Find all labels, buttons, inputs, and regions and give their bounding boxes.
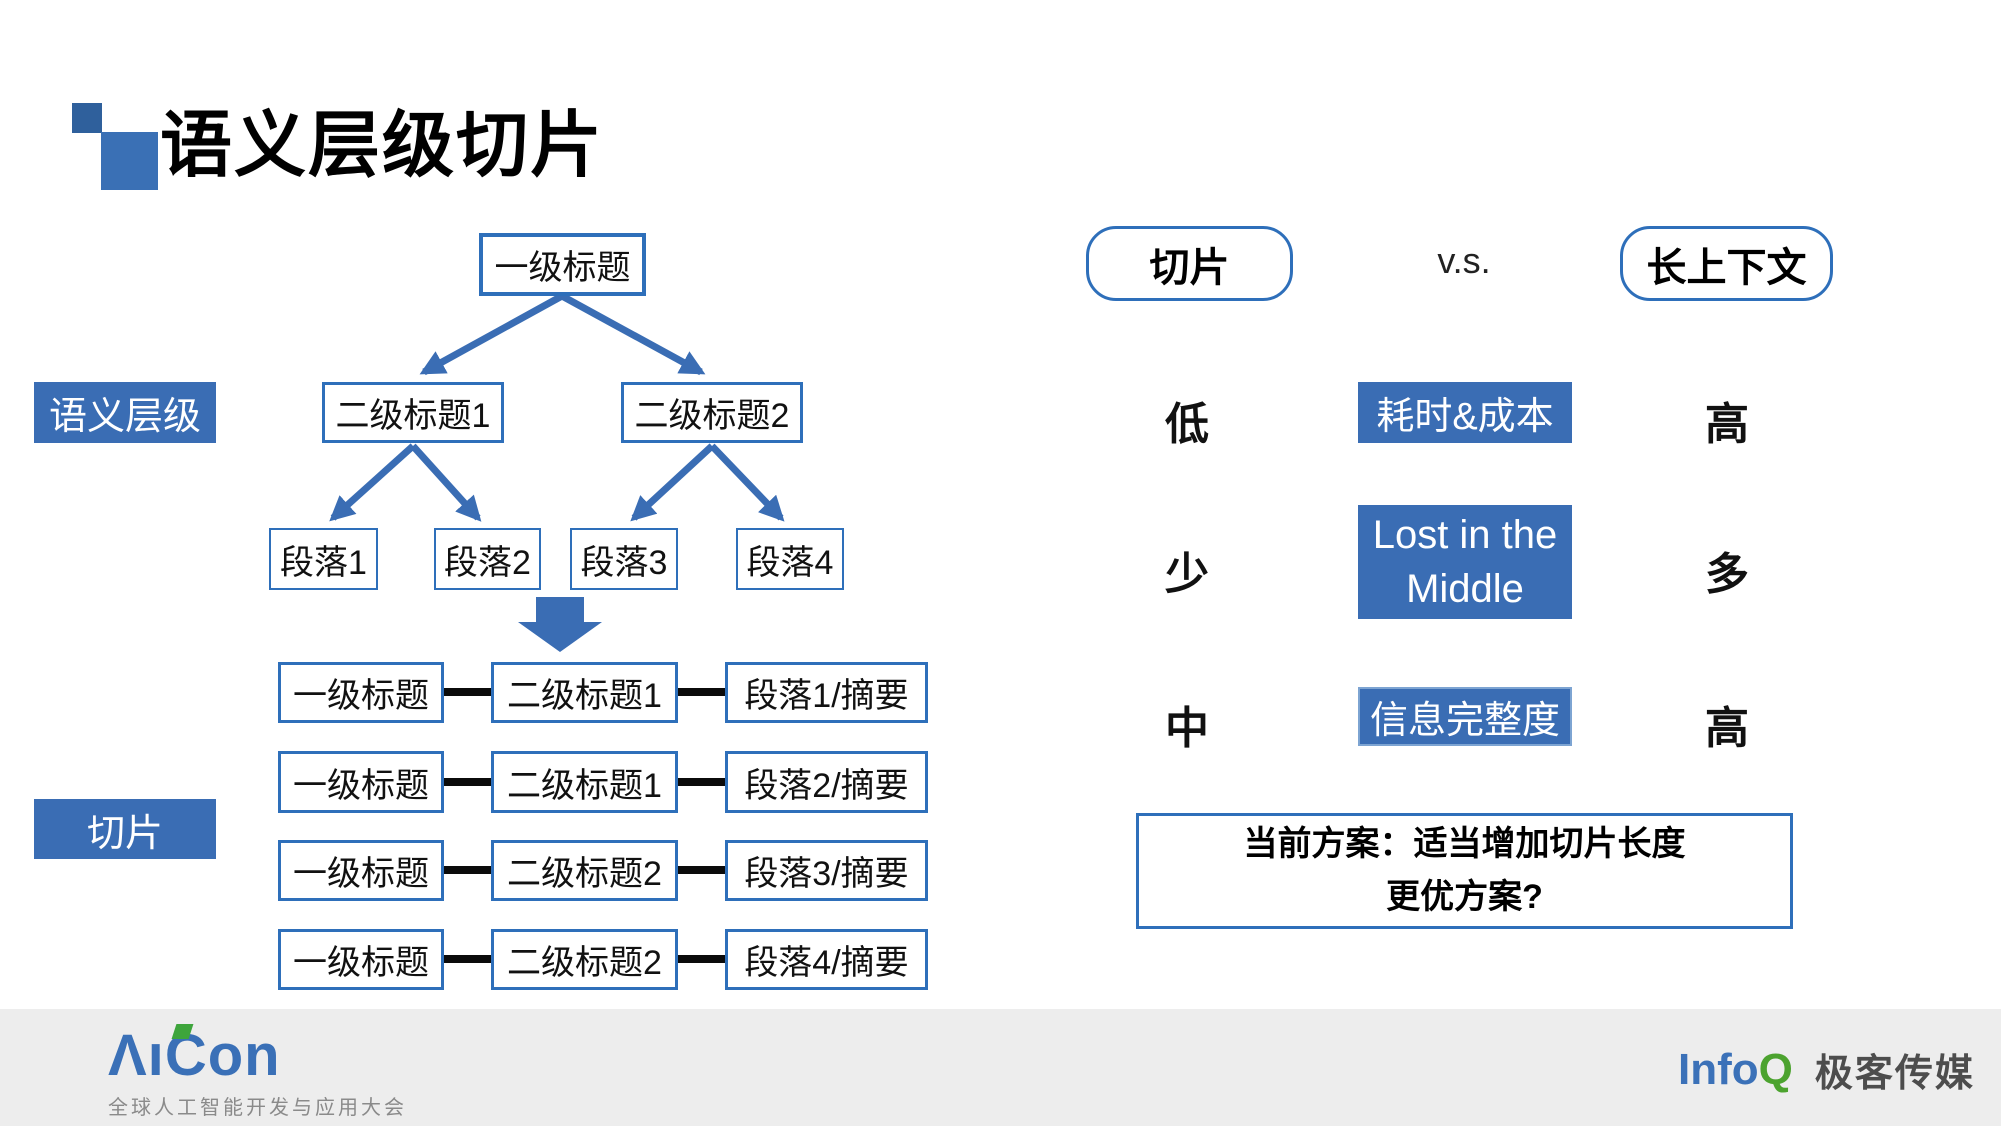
connector-line bbox=[674, 955, 729, 963]
footer-bar bbox=[0, 1009, 2001, 1126]
connector-line bbox=[674, 688, 729, 696]
aicon-logo: ΛıCon 全球人工智能开发与应用大会 bbox=[108, 1022, 407, 1120]
slice-row-4-cell-3: 段落4/摘要 bbox=[725, 929, 928, 990]
page-title: 语义层级切片 bbox=[160, 106, 605, 186]
infoq-text-q: Q bbox=[1758, 1044, 1793, 1094]
tree-paragraph-box-2: 段落2 bbox=[434, 528, 541, 590]
cmp-row2-right-value: 多 bbox=[1705, 550, 1749, 599]
tree-paragraph-box-1: 段落1 bbox=[269, 528, 378, 590]
aicon-tagline: 全球人工智能开发与应用大会 bbox=[108, 1097, 407, 1119]
vs-label: v.s. bbox=[1437, 240, 1491, 281]
tree-paragraph-box-4: 段落4 bbox=[736, 528, 844, 590]
note-box: 当前方案：适当增加切片长度 更优方案? bbox=[1136, 813, 1793, 929]
tree-arrows-layer bbox=[329, 292, 785, 652]
slice-row-4-cell-2: 二级标题2 bbox=[491, 929, 678, 990]
slice-row-4-cell-1: 一级标题 bbox=[278, 929, 444, 990]
note-line-1: 当前方案：适当增加切片长度 bbox=[1243, 825, 1686, 864]
tree-root-box: 一级标题 bbox=[479, 233, 646, 296]
connector-line bbox=[440, 778, 495, 786]
tree-paragraph-box-3: 段落3 bbox=[570, 528, 678, 590]
infoq-text-info: Info bbox=[1678, 1044, 1759, 1094]
connector-line bbox=[440, 866, 495, 874]
cmp-row1-metric-box: 耗时&成本 bbox=[1358, 382, 1572, 443]
cmp-row3-right-value: 高 bbox=[1705, 704, 1749, 753]
slice-row-3-cell-1: 一级标题 bbox=[278, 840, 444, 901]
cmp-row2-metric-box: Lost in the Middle bbox=[1358, 505, 1572, 619]
logo-square-small-icon bbox=[72, 103, 102, 133]
aicon-logo-text: ΛıCon bbox=[108, 1022, 407, 1089]
connector-line bbox=[674, 866, 729, 874]
arrow-root-to-l2b bbox=[560, 292, 706, 376]
slice-row-3-cell-3: 段落3/摘要 bbox=[725, 840, 928, 901]
cmp-row3-metric-box: 信息完整度 bbox=[1358, 687, 1572, 746]
pill-slicing: 切片 bbox=[1086, 226, 1293, 301]
arrow-l2b-to-p4 bbox=[709, 443, 785, 522]
arrow-l2a-to-p2 bbox=[410, 443, 482, 522]
slice-row-2-cell-1: 一级标题 bbox=[278, 751, 444, 813]
down-arrow-icon bbox=[518, 597, 602, 652]
tree-level2-box-1: 二级标题1 bbox=[322, 382, 504, 443]
semantic-level-label: 语义层级 bbox=[34, 382, 216, 443]
slice-row-2-cell-3: 段落2/摘要 bbox=[725, 751, 928, 813]
slice-row-3-cell-2: 二级标题2 bbox=[491, 840, 678, 901]
infoq-logo: Info Q 极客传媒 bbox=[1678, 1042, 1975, 1097]
arrow-l2b-to-p3 bbox=[630, 443, 715, 522]
arrow-l2a-to-p1 bbox=[329, 443, 416, 522]
slice-row-1-cell-2: 二级标题1 bbox=[491, 662, 678, 723]
slice-row-1-cell-3: 段落1/摘要 bbox=[725, 662, 928, 723]
infoq-media-text: 极客传媒 bbox=[1814, 1053, 1975, 1095]
aicon-logo-part1: Λı bbox=[108, 1023, 165, 1088]
slice-row-1-cell-1: 一级标题 bbox=[278, 662, 444, 723]
slice-label: 切片 bbox=[34, 799, 216, 859]
slice-row-2-cell-2: 二级标题1 bbox=[491, 751, 678, 813]
cmp-row1-right-value: 高 bbox=[1705, 400, 1749, 449]
cmp-row1-left-value: 低 bbox=[1165, 400, 1209, 449]
arrow-root-to-l2a bbox=[419, 292, 564, 376]
logo-square-big-icon bbox=[101, 132, 158, 190]
tree-level2-box-2: 二级标题2 bbox=[621, 382, 803, 443]
connector-line bbox=[674, 778, 729, 786]
connector-line bbox=[440, 955, 495, 963]
connector-line bbox=[440, 688, 495, 696]
cmp-row3-left-value: 中 bbox=[1165, 704, 1209, 753]
note-line-2: 更优方案? bbox=[1386, 878, 1543, 916]
pill-long-context: 长上下文 bbox=[1620, 226, 1833, 301]
cmp-row2-left-value: 少 bbox=[1165, 550, 1209, 599]
